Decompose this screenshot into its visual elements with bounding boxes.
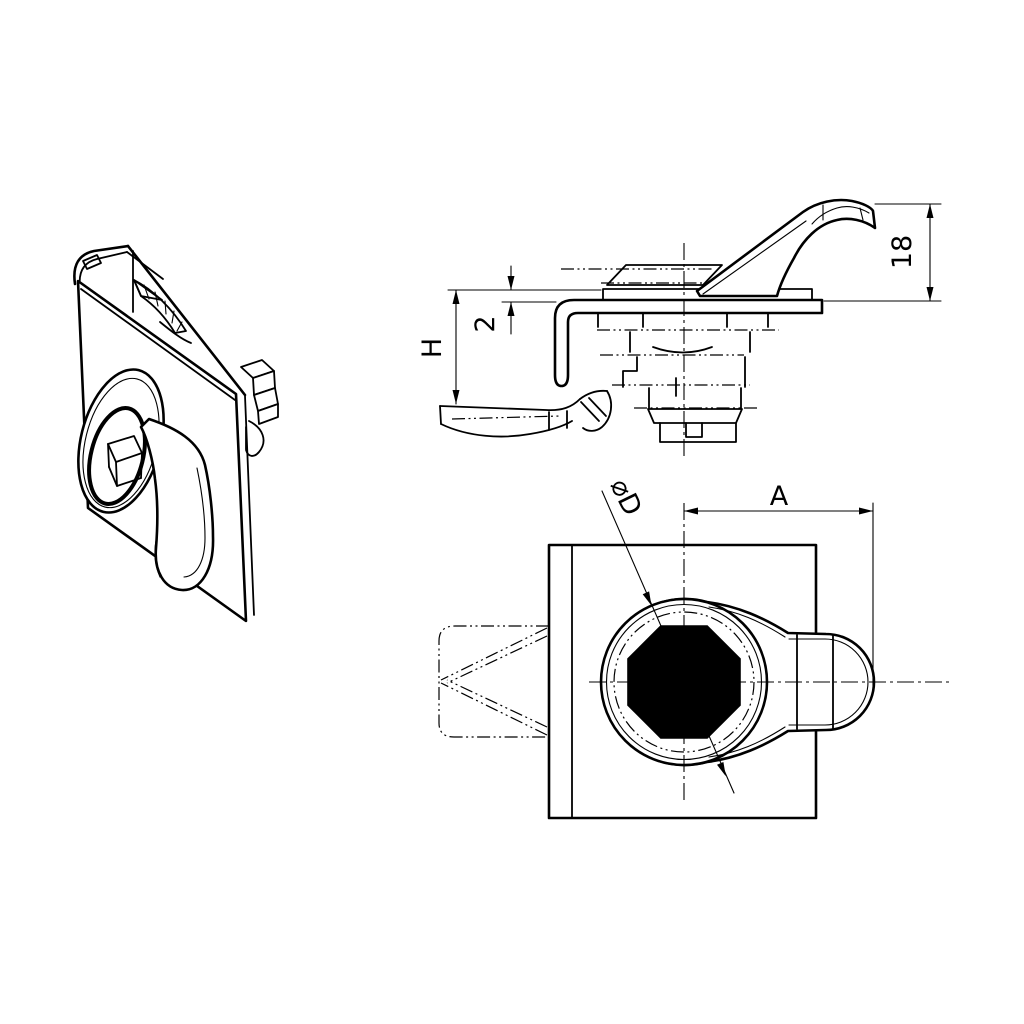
dim-plate-offset-group: 2 xyxy=(470,265,557,335)
wing-handle xyxy=(139,417,215,592)
wing-handle-inner-line-2 xyxy=(154,540,161,578)
dim-grip-height-group: H xyxy=(417,289,602,405)
serration-teeth xyxy=(143,284,183,332)
triangle-drive-hole xyxy=(661,651,699,698)
screw-slot xyxy=(685,422,703,438)
spring-tab xyxy=(82,254,102,270)
knob-phantom-circle xyxy=(613,611,755,753)
front-view: ⌀D A xyxy=(438,474,952,820)
side-view: 18 H 2 xyxy=(417,198,942,458)
dim-hook-height-group: 18 xyxy=(823,203,942,302)
hook-ticks xyxy=(822,204,864,221)
flange-outer-edge xyxy=(73,244,130,286)
dim-hook-height-label: 18 xyxy=(887,235,918,269)
cam-arm xyxy=(439,389,613,438)
lock-body xyxy=(597,312,779,443)
drive-recess xyxy=(107,435,143,487)
dim-handle-length-label: A xyxy=(770,481,789,512)
serration-flap xyxy=(133,279,163,301)
dim-handle-length-group: A xyxy=(683,481,874,689)
spindle-stem xyxy=(240,359,279,457)
wing-handle-inner-line xyxy=(183,467,206,578)
plate-lip-line xyxy=(80,288,236,401)
nut-flange xyxy=(647,408,743,424)
pad-plate xyxy=(606,264,723,286)
serration-lower-edge xyxy=(159,321,192,344)
spindle-nut xyxy=(659,422,737,443)
l-bracket xyxy=(553,298,824,388)
isometric-view xyxy=(73,244,279,623)
plate-back-top-edge xyxy=(126,244,247,397)
dim-grip-height-label: H xyxy=(417,338,448,358)
dim-knob-diameter-label: ⌀D xyxy=(604,474,648,521)
bulb-inner-line xyxy=(788,638,869,726)
hook-lever-inner-edge xyxy=(702,220,807,295)
dim-plate-offset-label: 2 xyxy=(470,315,501,332)
hook-lever xyxy=(695,198,877,298)
phantom-cam-outline xyxy=(438,625,549,738)
